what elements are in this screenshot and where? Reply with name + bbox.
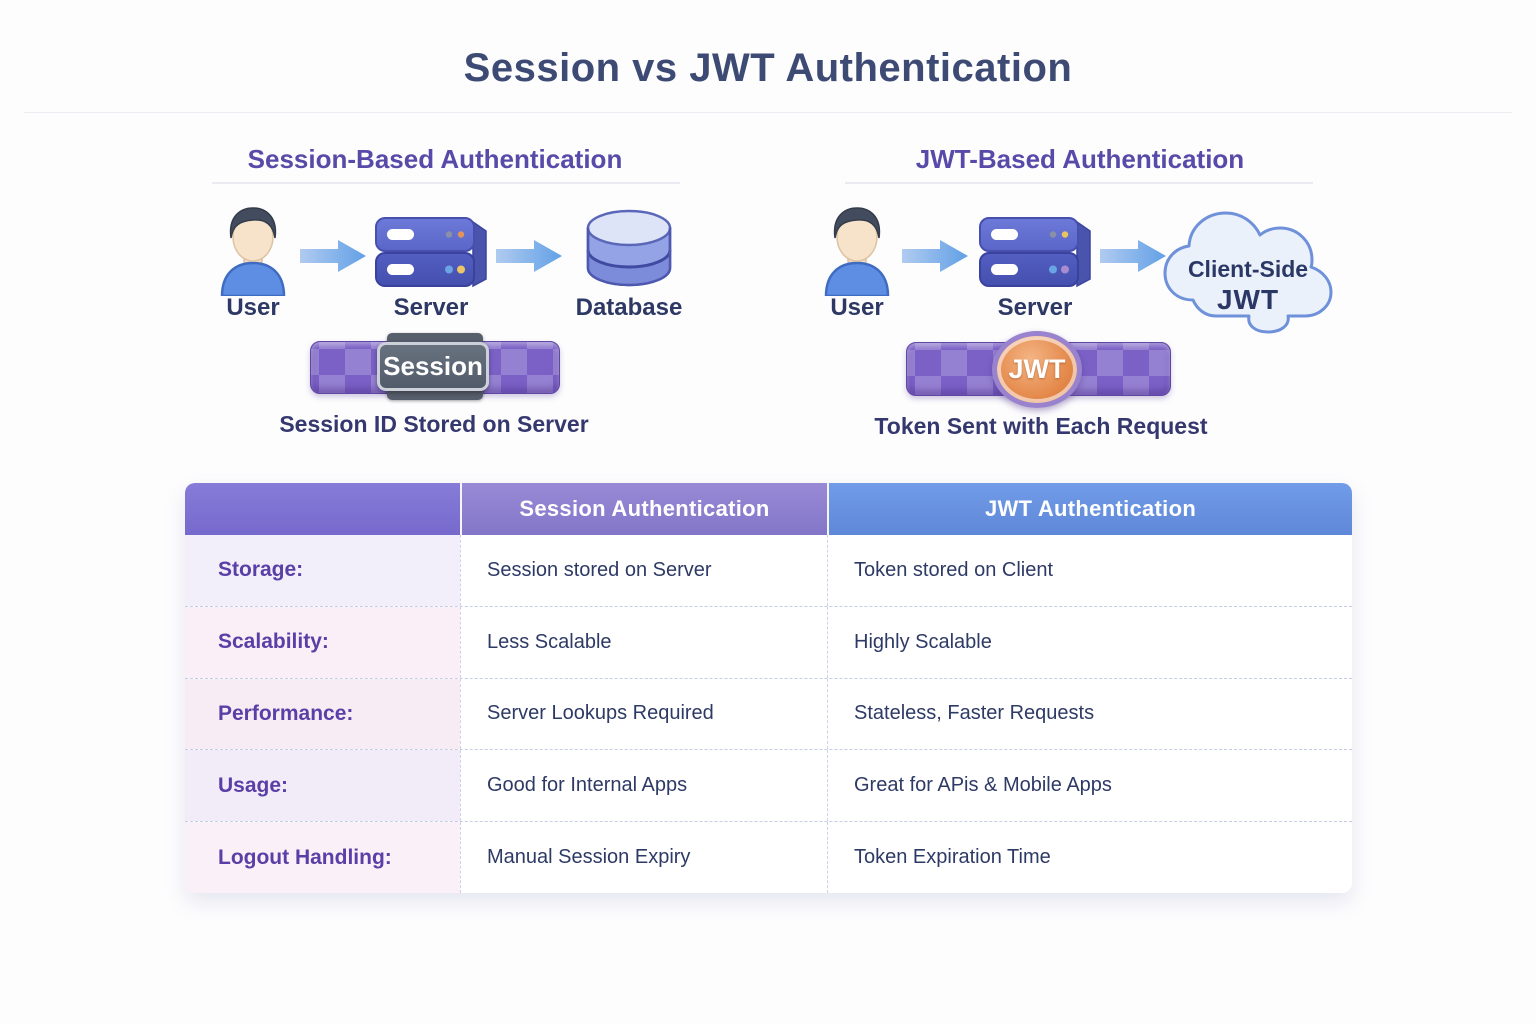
- page-title: Session vs JWT Authentication: [463, 46, 1073, 90]
- cloud-label: Client-Side JWT: [1172, 256, 1324, 316]
- session-panel-underline: [212, 182, 680, 184]
- header-session-authentication: Session Authentication: [460, 483, 827, 535]
- jwt-cell: Token stored on Client: [827, 535, 1352, 606]
- row-label: Scalability:: [185, 606, 460, 678]
- user-icon: [220, 207, 286, 296]
- session-caption: Session ID Stored on Server: [279, 411, 589, 437]
- server-icon: [979, 217, 1091, 288]
- table-row: Storage: Session stored on Server Token …: [185, 535, 1352, 606]
- user-label: User: [226, 294, 280, 321]
- arrow-icon: [902, 240, 968, 272]
- arrow-icon: [496, 240, 562, 272]
- jwt-cell: Stateless, Faster Requests: [827, 678, 1352, 750]
- database-label: Database: [575, 294, 683, 321]
- session-cell: Manual Session Expiry: [460, 822, 827, 893]
- user-icon: [824, 207, 890, 296]
- jwt-caption: Token Sent with Each Request: [874, 413, 1208, 439]
- table-row: Logout Handling: Manual Session Expiry T…: [185, 821, 1352, 893]
- database-icon: [586, 209, 672, 287]
- jwt-panel-underline: [845, 182, 1313, 184]
- session-cell: Less Scalable: [460, 606, 827, 678]
- header-blank-cell: [185, 483, 460, 535]
- user-label: User: [830, 294, 884, 321]
- cloud-label-line1: Client-Side: [1187, 256, 1309, 282]
- session-panel-heading: Session-Based Authentication: [247, 144, 623, 174]
- row-label: Logout Handling:: [185, 822, 460, 893]
- header-jwt-authentication: JWT Authentication: [827, 483, 1352, 535]
- jwt-cell: Highly Scalable: [827, 606, 1352, 678]
- session-badge: Session: [377, 342, 489, 391]
- arrow-icon: [1100, 240, 1166, 272]
- server-icon: [375, 217, 487, 288]
- row-label: Usage:: [185, 750, 460, 822]
- jwt-cell: Token Expiration Time: [827, 822, 1352, 893]
- jwt-cell: Great for APis & Mobile Apps: [827, 750, 1352, 822]
- server-label: Server: [997, 294, 1073, 321]
- session-cell: Session stored on Server: [460, 535, 827, 606]
- session-cell: Good for Internal Apps: [460, 750, 827, 822]
- row-label: Performance:: [185, 678, 460, 750]
- title-divider: [24, 112, 1512, 113]
- jwt-panel-heading: JWT-Based Authentication: [915, 144, 1245, 174]
- cloud-icon: [1163, 211, 1333, 334]
- jwt-badge: JWT: [992, 331, 1082, 408]
- row-label: Storage:: [185, 535, 460, 606]
- arrow-icon: [300, 240, 366, 272]
- cloud-label-line2: JWT: [1216, 284, 1280, 315]
- table-row: Usage: Good for Internal Apps Great for …: [185, 749, 1352, 822]
- table-header-row: Session Authentication JWT Authenticatio…: [185, 483, 1352, 535]
- server-label: Server: [393, 294, 469, 321]
- session-cell: Server Lookups Required: [460, 678, 827, 750]
- table-row: Scalability: Less Scalable Highly Scalab…: [185, 605, 1352, 678]
- comparison-table: Session Authentication JWT Authenticatio…: [185, 483, 1352, 893]
- table-row: Performance: Server Lookups Required Sta…: [185, 677, 1352, 750]
